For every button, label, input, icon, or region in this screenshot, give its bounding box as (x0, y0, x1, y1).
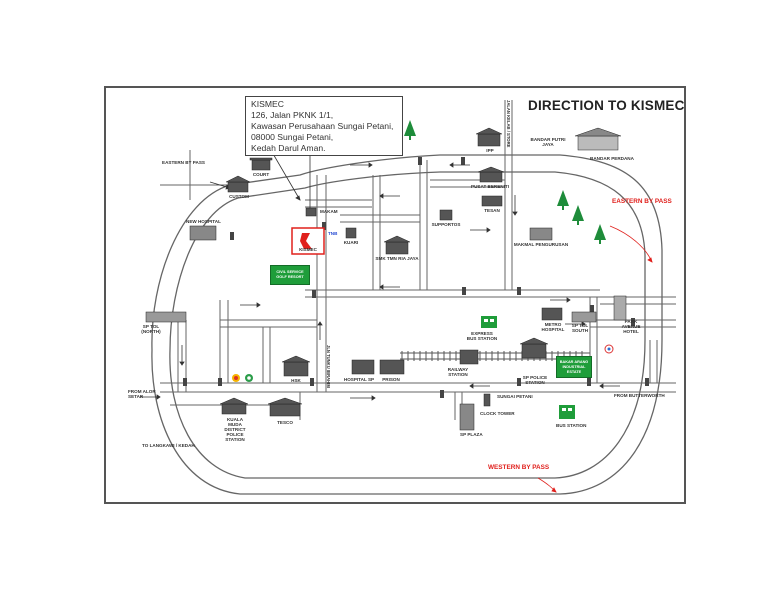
prison-building-icon (379, 359, 405, 375)
park-avenue-hotel-icon (613, 295, 627, 321)
label-railway-station: RAILWAY STATION (447, 367, 469, 377)
label-kismec: KISMEC (299, 247, 317, 252)
label-new-hospital: NEW HOSPITAL (186, 219, 221, 224)
sign-icons (232, 316, 614, 419)
hotel-logo-icon (604, 344, 614, 354)
label-court: COURT (252, 172, 270, 177)
label-sp-plaza: SP PLAZA (460, 432, 483, 437)
label-hospital-sp: HOSPITAL SP (343, 377, 375, 382)
label-bandar-putri-jaya: BANDAR PUTRI JAYA (530, 137, 566, 147)
sp-plaza-building-icon (459, 403, 475, 431)
label-ipp: IPP (486, 148, 494, 153)
address-line-4: 08000 Sungai Petani, (251, 132, 334, 142)
pusat-building-icon (477, 166, 505, 183)
makam-icon (305, 207, 317, 217)
kismec-marker (291, 227, 325, 255)
label-sp-toll-south: SP TOL SOUTH (571, 323, 589, 333)
new-hospital-building-icon (189, 225, 217, 241)
label-sp-toll-north: SP TOL (NORTH) (141, 324, 161, 334)
label-park-avenue-hotel: PARK AVENUE HOTEL (621, 319, 641, 334)
label-kuala-muda-police: KUALA MUDA DISTRICT POLICE STATION (224, 417, 246, 442)
petrol-icon (232, 374, 240, 382)
address-box: KISMEC 126, Jalan PKNK 1/1, Kawasan Peru… (245, 96, 403, 156)
police-station-icon (219, 397, 249, 415)
label-tesco: TESCO (277, 420, 293, 425)
traffic-lights (183, 157, 649, 398)
bus-station-icon (559, 405, 575, 419)
supportos-icon (439, 209, 453, 221)
express-bus-icon (481, 316, 497, 328)
bandar-perdana-building-icon (574, 127, 622, 151)
kuari-icon (345, 227, 357, 239)
label-pusat-bereniti: PUSAT BERENITI (471, 184, 509, 189)
label-kuari: KUARI (343, 240, 359, 245)
label-makam: MAKAM (320, 209, 338, 214)
label-from-alor-setar: FROM ALOR SETAR (128, 389, 156, 399)
label-road-jln-tunku: JLN TUNKU IBRAHIM (326, 345, 331, 388)
label-to-langkawi: TO LANGKAWI / KEDAH (142, 443, 195, 448)
metro-hospital-building-icon (541, 307, 563, 321)
label-eastern-by-pass-right: EASTERN BY PASS (612, 198, 672, 205)
map-title: DIRECTION TO KISMEC (528, 98, 685, 113)
label-bus-station: BUS STATION (556, 423, 587, 428)
direction-arrows (140, 151, 653, 493)
label-supportos: SUPPORTOS (431, 222, 461, 227)
label-smk-tmn-ria-jaya: SMK TMN RIA JAYA (375, 256, 419, 261)
label-tesan: TESAN (484, 208, 500, 213)
tree-icons (404, 120, 606, 244)
label-road-kelab: JALAN KELAB / STORE (506, 100, 511, 148)
tesan-building-icon (481, 195, 503, 207)
address-line-2: 126, Jalan PKNK 1/1, (251, 110, 334, 120)
map-frame (104, 86, 686, 504)
address-line-3: Kawasan Perusahaan Sungai Petani, (251, 121, 394, 131)
ipp-building-icon (475, 127, 503, 147)
tree-icon (572, 205, 584, 225)
smk-building-icon (383, 235, 411, 255)
address-line-1: KISMEC (251, 99, 284, 109)
railway-station-icon (459, 349, 479, 365)
label-clock-tower: CLOCK TOWER (480, 411, 515, 416)
sign-industrial-estate: BAKAR ARANG INDUSTRIAL ESTATE (556, 356, 592, 378)
tree-icon (557, 190, 569, 210)
custom-building-icon (225, 175, 251, 193)
label-from-butterworth: FROM BUTTERWORTH (614, 393, 665, 398)
label-custom: CUSTOM (229, 194, 249, 199)
tree-icon (594, 224, 606, 244)
hospital-sp-building-icon (351, 359, 375, 375)
tesco-building-icon (267, 397, 303, 417)
label-sungai-petani: SUNGAI PETANI (497, 394, 533, 399)
ring-road (151, 154, 663, 495)
label-western-by-pass: WESTERN BY PASS (488, 464, 550, 471)
label-express-bus-station: EXPRESS BUS STATION (466, 331, 498, 341)
fuel-icon (245, 374, 253, 382)
label-sp-police-station: SP POLICE STATION (522, 375, 548, 385)
label-metro-hospital: METRO HOSPITAL (541, 322, 565, 332)
address-line-5: Kedah Darul Aman. (251, 143, 326, 153)
tree-icon (404, 120, 416, 140)
label-makmal-pengurusan: MAKMAL PENGURUSAN (513, 242, 569, 247)
court-building-icon (249, 157, 273, 171)
label-prison: PRISON (382, 377, 400, 382)
label-tnb: TNB (328, 231, 338, 236)
makmal-building-icon (529, 227, 553, 241)
label-hsk: HSK (291, 378, 301, 383)
clock-tower-icon (483, 393, 491, 407)
label-bandar-perdana: BANDAR PERDANA (590, 156, 634, 161)
hsk-building-icon (281, 355, 311, 377)
sp-police-station-icon (519, 337, 549, 359)
label-eastern-by-pass-left: EASTERN BY PASS (162, 160, 205, 165)
sign-golf-resort: CIVIL SERVICE GOLF RESORT (270, 265, 310, 285)
sp-toll-north-icon (145, 311, 187, 323)
building-icons (145, 127, 627, 431)
sp-toll-south-icon (571, 311, 597, 323)
